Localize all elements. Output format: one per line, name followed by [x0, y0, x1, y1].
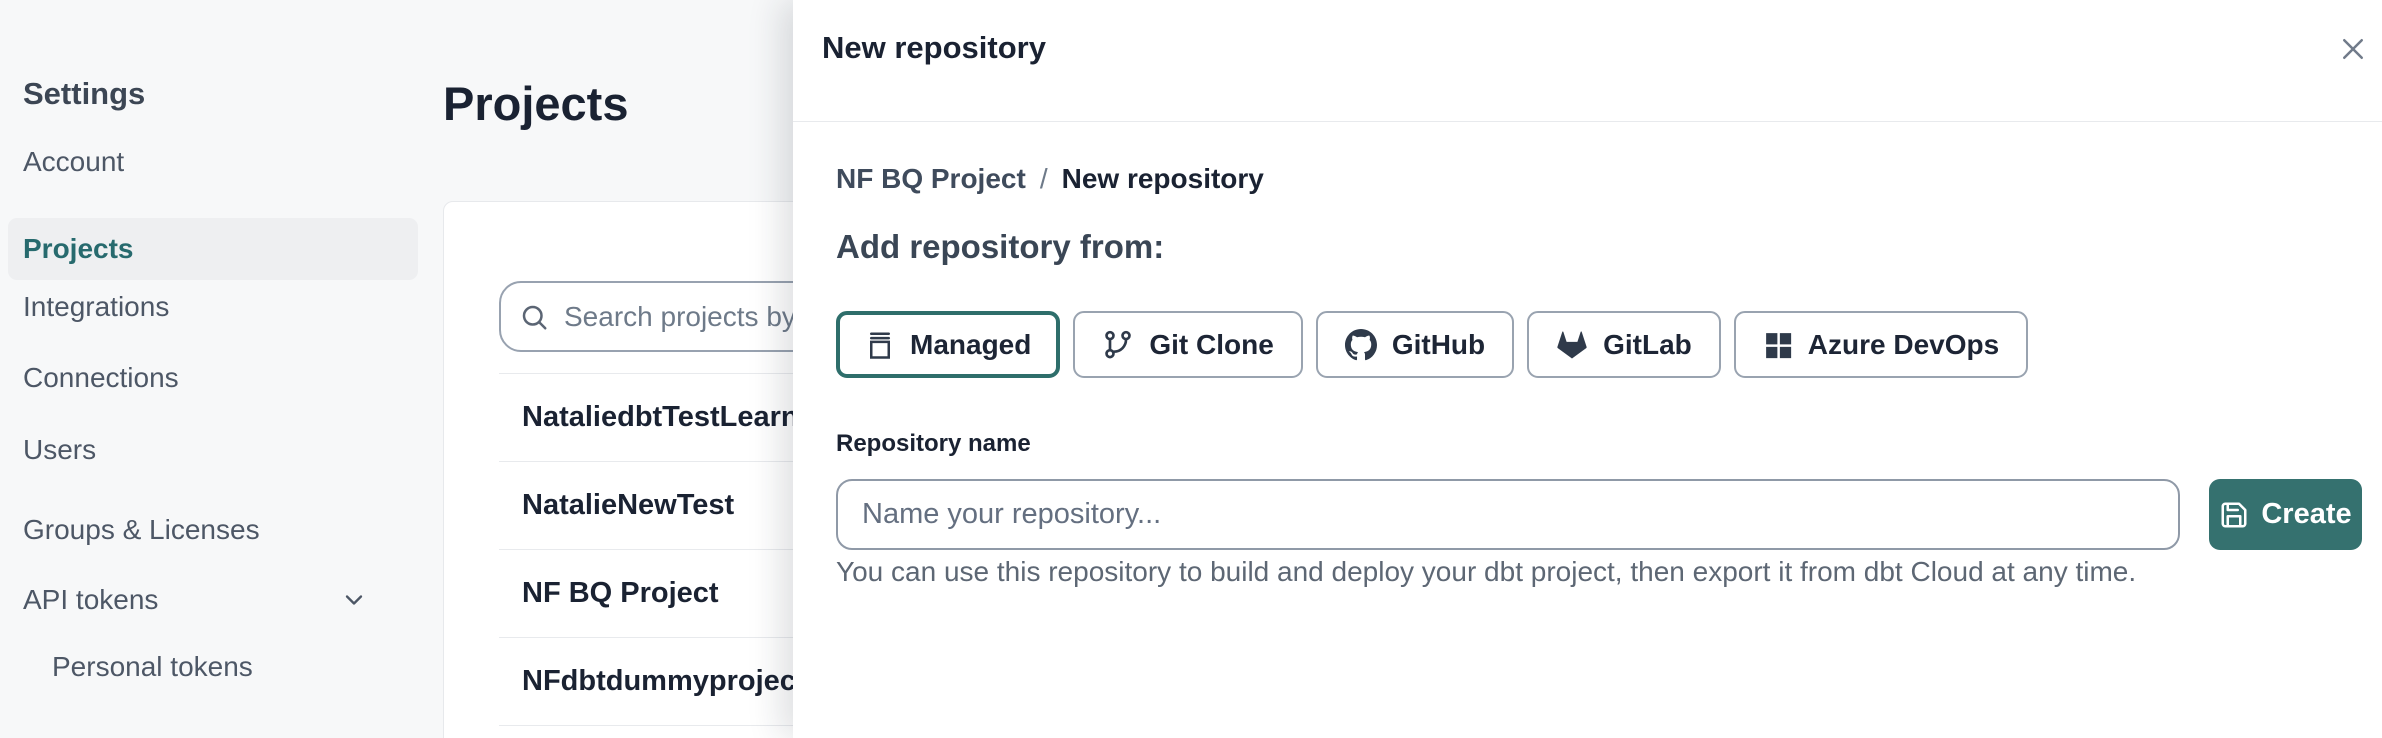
sidebar-title: Settings	[23, 76, 146, 111]
project-row[interactable]: NF BQ Project	[522, 577, 719, 609]
gitlab-button[interactable]: GitLab	[1527, 311, 1721, 378]
project-row[interactable]: NataliedbtTestLearn T	[522, 401, 825, 433]
search-icon	[519, 302, 549, 332]
github-button[interactable]: GitHub	[1315, 311, 1515, 378]
create-button-label: Create	[2261, 498, 2352, 530]
project-row[interactable]: NatalieNewTest	[522, 489, 735, 521]
sidebar-item-projects[interactable]: Projects	[8, 218, 418, 280]
repository-name-label: Repository name	[836, 430, 1031, 457]
gitlab-icon	[1556, 329, 1588, 361]
sidebar-item-api-tokens-label: API tokens	[23, 584, 159, 615]
sidebar-item-integrations[interactable]: Integrations	[23, 291, 170, 322]
sidebar-item-users[interactable]: Users	[23, 434, 97, 465]
save-icon	[2219, 500, 2249, 530]
project-row[interactable]: NFdbtdummyproject	[522, 665, 806, 697]
git-branch-icon	[1102, 329, 1134, 361]
git-clone-button-label: Git Clone	[1149, 328, 1274, 360]
github-icon	[1344, 328, 1377, 361]
repo-source-buttons: Managed Git Clone GitHub GitLab Azure De	[836, 311, 2029, 378]
create-button[interactable]: Create	[2209, 479, 2362, 550]
managed-repo-icon	[865, 330, 895, 360]
azure-devops-icon	[1763, 330, 1793, 360]
sidebar-item-groups-licenses[interactable]: Groups & Licenses	[23, 514, 260, 545]
github-button-label: GitHub	[1391, 328, 1486, 360]
page-title: Projects	[443, 77, 629, 130]
settings-sidebar: Settings Account Projects Integrations C…	[0, 0, 432, 738]
sidebar-item-projects-label: Projects	[23, 233, 134, 264]
sidebar-item-account[interactable]: Account	[23, 146, 125, 177]
managed-button-label: Managed	[910, 328, 1032, 360]
azure-devops-button[interactable]: Azure DevOps	[1733, 311, 2029, 378]
close-icon[interactable]	[2338, 34, 2368, 64]
modal-title: New repository	[822, 30, 1046, 65]
add-repository-heading: Add repository from:	[836, 228, 1165, 265]
sidebar-item-connections[interactable]: Connections	[23, 362, 179, 393]
new-repository-modal: New repository NF BQ Project / New repos…	[793, 0, 2382, 738]
sidebar-item-api-tokens[interactable]: API tokens	[23, 584, 368, 616]
breadcrumb-current: New repository	[1061, 163, 1264, 194]
modal-header: New repository	[793, 0, 2382, 122]
azure-devops-button-label: Azure DevOps	[1807, 328, 2000, 360]
repository-helper-text: You can use this repository to build and…	[836, 556, 2137, 587]
chevron-down-icon	[340, 586, 368, 614]
breadcrumb: NF BQ Project / New repository	[836, 163, 1264, 195]
sidebar-item-personal-tokens[interactable]: Personal tokens	[52, 651, 253, 682]
repository-name-input[interactable]	[836, 479, 2180, 550]
managed-button[interactable]: Managed	[836, 311, 1061, 378]
gitlab-button-label: GitLab	[1603, 328, 1692, 360]
breadcrumb-separator: /	[1039, 163, 1048, 194]
breadcrumb-parent[interactable]: NF BQ Project	[836, 163, 1026, 194]
git-clone-button[interactable]: Git Clone	[1073, 311, 1303, 378]
